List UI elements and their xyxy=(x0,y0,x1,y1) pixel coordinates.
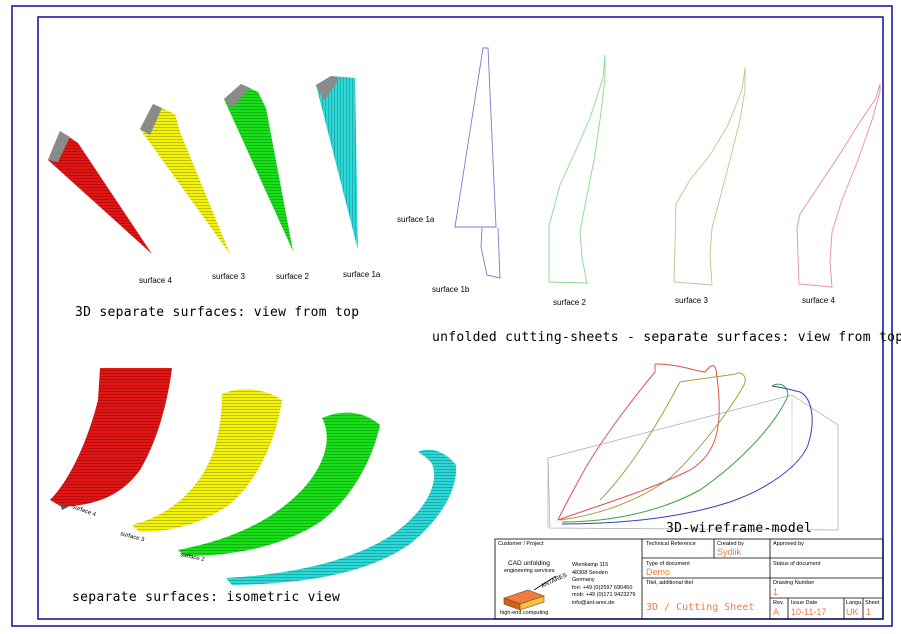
surface-4-iso xyxy=(50,368,172,510)
rev-value: A xyxy=(773,607,780,617)
label-surface-2: surface 2 xyxy=(276,272,309,281)
wireframe-curves xyxy=(557,363,813,525)
caption-wireframe: 3D-wireframe-model xyxy=(666,521,813,536)
doc-type-label: Type of document xyxy=(646,561,690,567)
surface-1a-top xyxy=(316,76,358,250)
unfolded-surface-1b xyxy=(480,227,501,279)
unfolded-label-2: surface 2 xyxy=(553,298,586,307)
caption-isometric: separate surfaces: isometric view xyxy=(72,590,341,605)
label-surface-4: surface 4 xyxy=(139,276,172,285)
surface-1a-iso xyxy=(226,449,457,585)
title-value: 3D / Cutting Sheet xyxy=(646,602,755,613)
tech-ref-label: Technical Reference xyxy=(646,541,696,547)
iso-label-surface-2: surface 2 xyxy=(180,552,206,563)
language-value: UK xyxy=(846,607,859,617)
inner-frame xyxy=(37,16,884,620)
surface-2-top xyxy=(224,84,293,251)
surface-3-iso xyxy=(132,389,282,532)
label-surface-1a: surface 1a xyxy=(343,270,381,279)
title-label: Titel, additional titel xyxy=(646,580,693,586)
antares-logo: ANTARES xyxy=(503,573,568,611)
issue-date-label: Issue Date xyxy=(791,600,818,606)
company-address: Wienkamp 115 48308 Senden Germany fon: +… xyxy=(572,562,636,606)
iso-label-surface-3: surface 3 xyxy=(119,531,145,543)
wireframe-box xyxy=(547,394,839,531)
drawing-number-label: Drawing Number xyxy=(773,580,815,586)
surface-4-top xyxy=(48,131,152,254)
language-label: Langu. xyxy=(846,600,863,606)
unfolded-surface-4 xyxy=(796,83,881,288)
unfolded-label-1b: surface 1b xyxy=(432,285,470,294)
unfolded-label-1a: surface 1a xyxy=(397,215,435,224)
caption-unfolded: unfolded cutting-sheets - separate surfa… xyxy=(432,330,901,345)
caption-3d-top-view: 3D separate surfaces: view from top xyxy=(75,305,360,320)
customer-label: Customer / Project xyxy=(498,541,544,547)
unfolded-surface-1a xyxy=(454,47,497,228)
created-by-value: Sydlik xyxy=(717,547,742,557)
unfolded-surface-3 xyxy=(673,67,746,286)
unfolded-label-3: surface 3 xyxy=(675,296,708,305)
label-surface-3: surface 3 xyxy=(212,272,245,281)
doc-status-label: Status of document xyxy=(773,561,821,567)
surface-2-iso xyxy=(178,412,380,556)
iso-label-surface-4: surface 4 xyxy=(71,504,97,518)
doc-type-value: Demo xyxy=(646,567,671,577)
unfolded-label-4: surface 4 xyxy=(802,296,835,305)
issue-date-value: 10-11-17 xyxy=(791,607,827,617)
unfolded-surface-2 xyxy=(548,54,606,284)
drawing-number-value: 1 xyxy=(773,587,779,597)
outer-frame xyxy=(11,5,893,627)
created-by-label: Created by xyxy=(717,541,744,547)
rev-label: Rev. xyxy=(773,600,784,606)
surface-3-top xyxy=(140,104,230,254)
title-block xyxy=(494,538,884,620)
company-line-1: CAD unfolding xyxy=(508,560,550,567)
approved-by-label: Approved by xyxy=(773,541,804,547)
sheet-label: Sheet xyxy=(865,600,880,606)
company-tagline: high-end computing xyxy=(500,610,549,616)
company-line-2: engineering services xyxy=(504,568,555,574)
sheet-value: 1 xyxy=(866,607,872,617)
logo-text: ANTARES xyxy=(540,573,568,590)
